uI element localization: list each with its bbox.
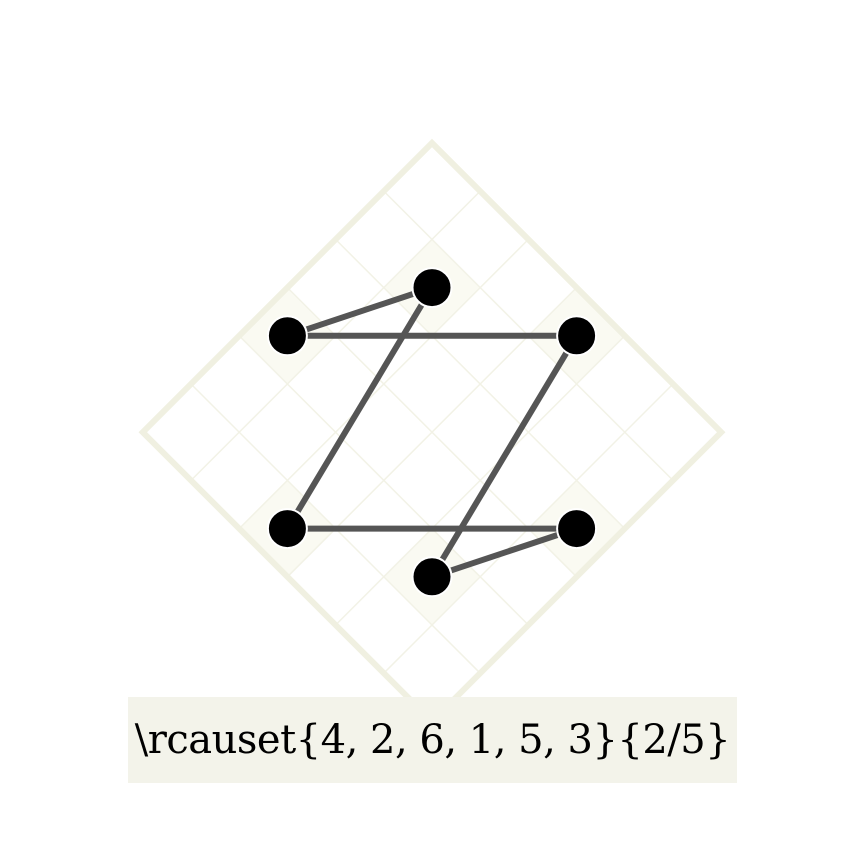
caption-label: \rcauset{4, 2, 6, 1, 5, 3}{2/5} (134, 717, 731, 763)
link-e6-e5 (286, 284, 433, 339)
node-e1 (556, 508, 598, 550)
node-e4 (266, 508, 308, 550)
node-e6 (266, 315, 308, 357)
link-e2-e1 (431, 525, 578, 580)
node-e5 (411, 267, 453, 309)
node-e3 (556, 315, 598, 357)
grid (138, 138, 726, 726)
caption-box: \rcauset{4, 2, 6, 1, 5, 3}{2/5} (128, 697, 737, 783)
link-e4-e5 (284, 286, 435, 531)
link-e2-e3 (429, 334, 580, 579)
node-e2 (411, 556, 453, 598)
nodes (266, 267, 598, 598)
links (284, 284, 580, 580)
